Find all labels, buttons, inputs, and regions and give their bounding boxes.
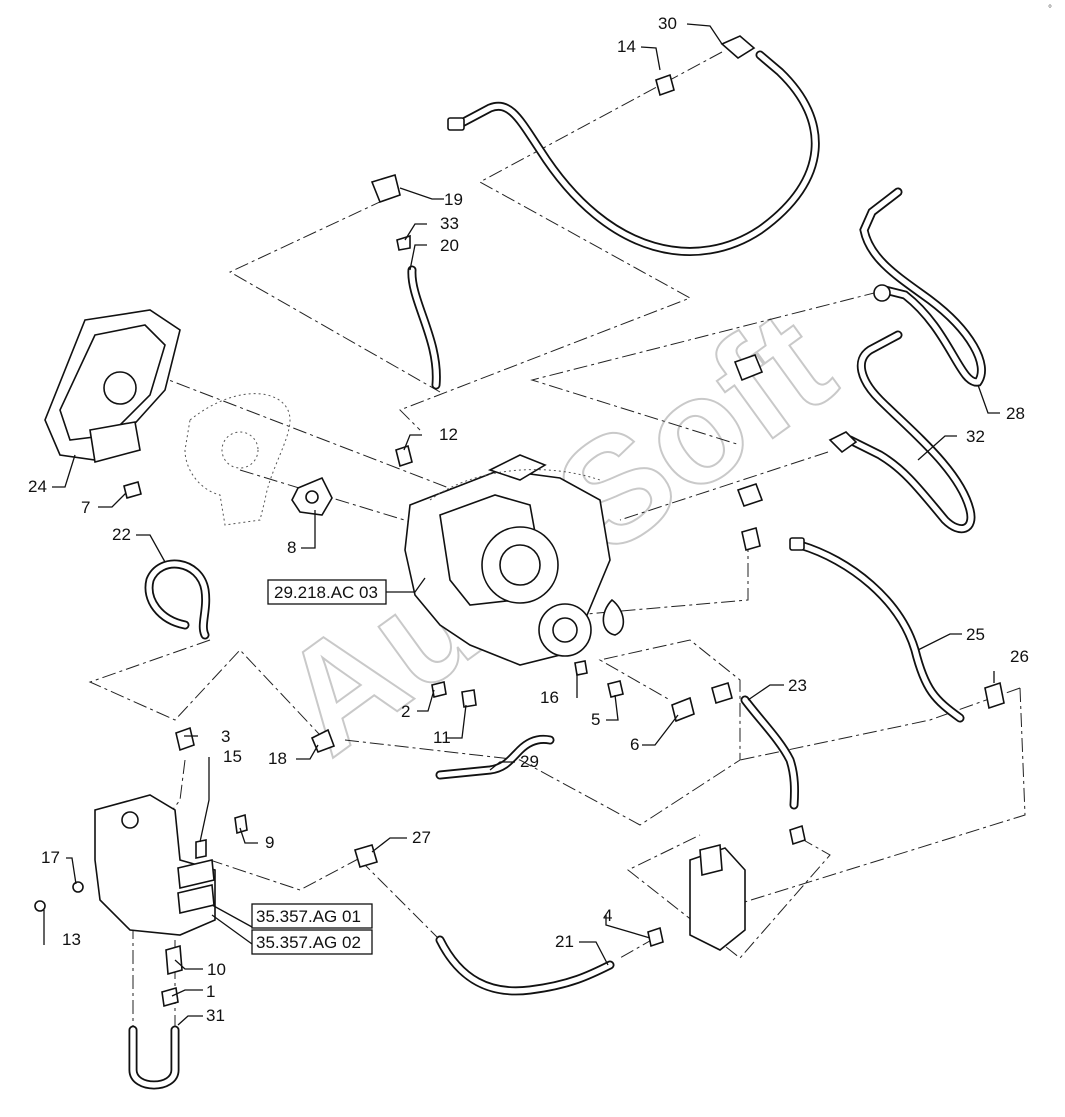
- callout-7: 7: [81, 498, 90, 517]
- callout-22: 22: [112, 525, 131, 544]
- callout-26: 26: [1010, 647, 1029, 666]
- callout-19: 19: [444, 190, 463, 209]
- callout-14: 14: [617, 37, 636, 56]
- fittings: [34, 73, 1005, 1008]
- control-valve: [94, 794, 216, 936]
- hose-25: [789, 537, 965, 723]
- tube-29: [435, 734, 555, 780]
- callout-10: 10: [207, 960, 226, 979]
- callout-15: 15: [223, 747, 242, 766]
- callout-21: 21: [555, 932, 574, 951]
- callout-27: 27: [412, 828, 431, 847]
- callout-30: 30: [658, 14, 677, 33]
- bolt-11: [461, 689, 477, 708]
- hose-21: [435, 935, 615, 996]
- callout-13: 13: [62, 930, 81, 949]
- callout-3: 3: [221, 727, 230, 746]
- callout-6: 6: [630, 735, 639, 754]
- ref-label-35-357-ag-01: 35.357.AG 01: [256, 907, 361, 926]
- fitting-19: [370, 173, 401, 204]
- ref-label-35-357-ag-02: 35.357.AG 02: [256, 933, 361, 952]
- callout-33: 33: [440, 214, 459, 233]
- elbow-27: [354, 844, 378, 868]
- bolt-12: [395, 444, 413, 468]
- hose-20: [407, 265, 441, 390]
- hose-30: [447, 35, 820, 256]
- callout-4: 4: [603, 906, 612, 925]
- callout-5: 5: [591, 710, 600, 729]
- callout-2: 2: [401, 702, 410, 721]
- callout-24: 24: [28, 477, 47, 496]
- washer-17: [72, 881, 84, 893]
- callout-1: 1: [206, 982, 215, 1001]
- hose-31: [128, 1025, 180, 1090]
- callout-12: 12: [439, 425, 458, 444]
- fitting-10: [165, 944, 183, 976]
- callout-25: 25: [966, 625, 985, 644]
- callout-16: 16: [540, 688, 559, 707]
- callout-8: 8: [287, 538, 296, 557]
- clamp-33: [396, 234, 411, 251]
- fitting-26: [984, 681, 1005, 710]
- callout-29: 29: [520, 752, 539, 771]
- callout-17: 17: [41, 848, 60, 867]
- bolt-15: [195, 839, 207, 859]
- corner-mark: °: [1048, 4, 1052, 15]
- washer-16: [574, 660, 588, 676]
- callout-9: 9: [265, 833, 274, 852]
- bolt-5: [607, 680, 624, 698]
- hoses: [128, 35, 986, 1090]
- fitting-14: [655, 73, 675, 97]
- callout-numbers: 1 2 3 4 5 6 7 8 9 10 11 12 13 14 15 16 1…: [28, 14, 1029, 1025]
- callout-20: 20: [440, 236, 459, 255]
- callout-28: 28: [1006, 404, 1025, 423]
- hose-32: [828, 330, 976, 534]
- callout-11: 11: [433, 728, 451, 747]
- callout-23: 23: [788, 676, 807, 695]
- callout-18: 18: [268, 749, 287, 768]
- pump-assembly: [404, 454, 625, 666]
- washer-9: [234, 813, 248, 835]
- fitting-1: [161, 986, 179, 1008]
- hose-28: [859, 187, 986, 387]
- callout-31: 31: [206, 1006, 225, 1025]
- coupling-8: [291, 476, 333, 516]
- leader-lines: [43, 23, 1000, 1026]
- nut-13: [34, 900, 46, 912]
- reference-boxes: 29.218.AC 03 35.357.AG 01 35.357.AG 02: [251, 579, 387, 955]
- fitting-3: [175, 726, 195, 752]
- hose-22: [144, 559, 211, 640]
- auxiliary-valve: [689, 843, 746, 951]
- flywheel-housing-24: [44, 309, 181, 464]
- bolt-7: [123, 481, 142, 499]
- assembly-lines: [88, 51, 1026, 1040]
- shield-plate: [184, 393, 291, 526]
- ref-label-29-218-ac-03: 29.218.AC 03: [274, 583, 378, 602]
- hose-23: [740, 695, 799, 810]
- callout-32: 32: [966, 427, 985, 446]
- fitting-4: [647, 926, 664, 948]
- washer-2: [431, 681, 447, 698]
